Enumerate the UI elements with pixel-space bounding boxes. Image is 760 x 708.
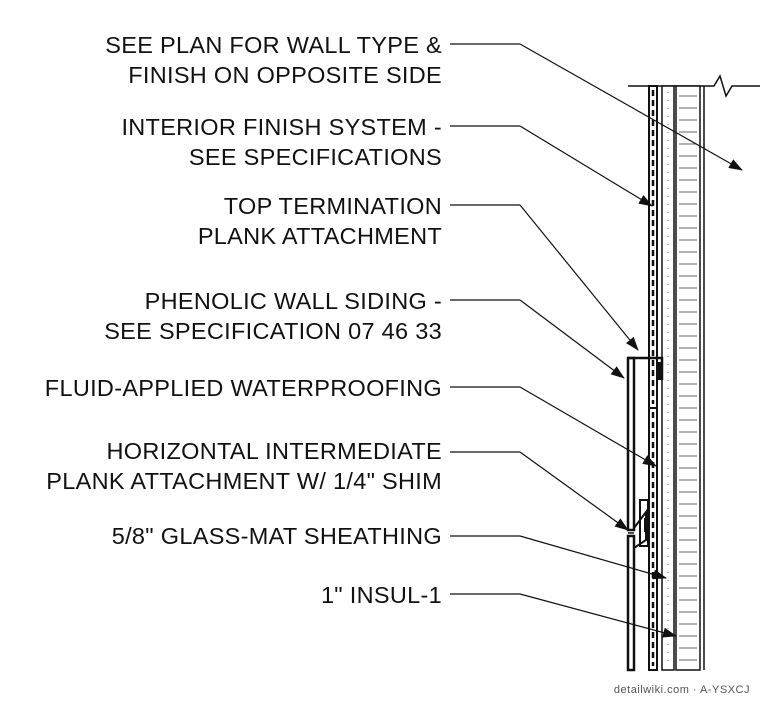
leader-phenolic-arrow xyxy=(519,299,625,379)
callout-sheathing: 5/8" GLASS-MAT SHEATHING xyxy=(112,521,442,551)
callout-line: FINISH ON OPPOSITE SIDE xyxy=(128,62,442,88)
callout-phenolic-siding: PHENOLIC WALL SIDING - SEE SPECIFICATION… xyxy=(104,286,442,346)
callout-line: 5/8" GLASS-MAT SHEATHING xyxy=(111,523,442,549)
watermark: detailwiki.com · A-YSXCJ xyxy=(613,684,750,696)
insulation-hatch xyxy=(679,95,697,661)
callout-line: SEE SPECIFICATIONS xyxy=(188,144,442,170)
callout-line: 1" INSUL-1 xyxy=(320,582,442,608)
callout-intermediate-attachment: HORIZONTAL INTERMEDIATE PLANK ATTACHMENT… xyxy=(46,436,442,496)
leader-intermediate-arrow xyxy=(519,451,629,531)
callout-insulation: 1" INSUL-1 xyxy=(321,580,442,610)
leader-waterproofing-arrow xyxy=(519,386,657,467)
leader-wall-type-arrow xyxy=(519,43,743,171)
callout-top-termination: TOP TERMINATION PLANK ATTACHMENT xyxy=(198,191,442,251)
callout-line: SEE PLAN FOR WALL TYPE & xyxy=(105,32,442,58)
callout-line: PLANK ATTACHMENT W/ 1/4" SHIM xyxy=(46,468,442,494)
callout-line: FLUID-APPLIED WATERPROOFING xyxy=(44,375,442,401)
callout-line: SEE SPECIFICATION 07 46 33 xyxy=(104,318,442,344)
callout-line: PLANK ATTACHMENT xyxy=(197,223,442,249)
leader-sheathing-arrow xyxy=(519,535,667,580)
callout-line: TOP TERMINATION xyxy=(223,193,442,219)
insulation-batt xyxy=(675,85,701,671)
leader-interior-finish-arrow xyxy=(519,125,653,207)
callout-interior-finish: INTERIOR FINISH SYSTEM - SEE SPECIFICATI… xyxy=(121,112,442,172)
callout-waterproofing: FLUID-APPLIED WATERPROOFING xyxy=(45,373,442,403)
top-clip-block xyxy=(656,362,662,380)
callout-line: PHENOLIC WALL SIDING - xyxy=(144,288,442,314)
callout-wall-type: SEE PLAN FOR WALL TYPE & FINISH ON OPPOS… xyxy=(105,30,442,90)
callout-line: HORIZONTAL INTERMEDIATE xyxy=(106,438,442,464)
callout-line: INTERIOR FINISH SYSTEM - xyxy=(121,114,442,140)
phenolic-panel-lower xyxy=(626,534,636,672)
leader-insulation-arrow xyxy=(519,593,677,638)
phenolic-panel-upper xyxy=(626,356,636,532)
clip-fastener xyxy=(644,518,648,532)
stud-core xyxy=(661,85,675,671)
leader-top-termination-arrow xyxy=(519,204,639,351)
